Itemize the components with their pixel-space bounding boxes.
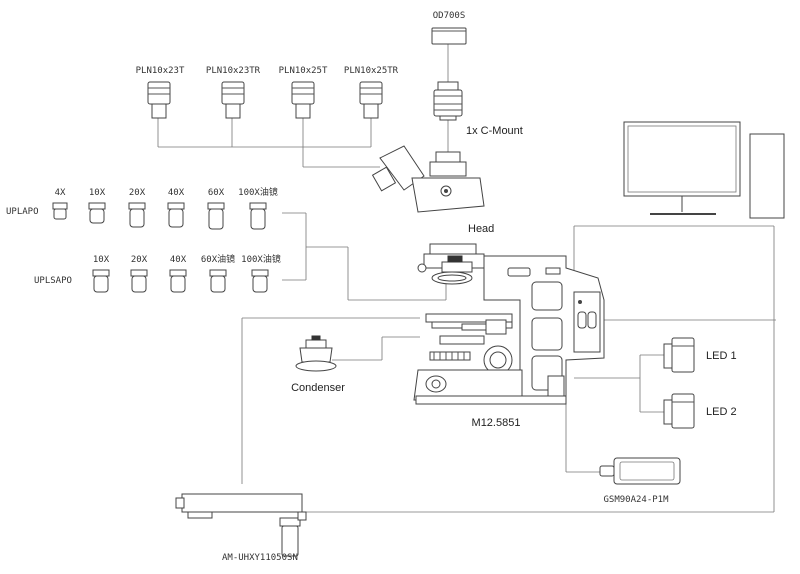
camera-od700s[interactable] bbox=[431, 27, 467, 45]
uplsapo-objective-20x[interactable] bbox=[130, 269, 148, 293]
led-1-label: LED 1 bbox=[706, 350, 737, 362]
eyepiece-1-label: PLN10x23T bbox=[136, 66, 185, 76]
motorized-stage[interactable] bbox=[175, 493, 307, 557]
uplsapo-objective-40x[interactable] bbox=[169, 269, 187, 293]
eyepiece-3-label: PLN10x25T bbox=[279, 66, 328, 76]
uplsapo-obj-label-2: 20X bbox=[131, 255, 148, 265]
uplapo-obj-label-1: 4X bbox=[55, 188, 66, 198]
uplsapo-obj-label-4: 60X油镜 bbox=[201, 253, 235, 265]
eyepiece-2[interactable] bbox=[221, 81, 245, 119]
led-2-label: LED 2 bbox=[706, 406, 737, 418]
uplapo-obj-label-6: 100X油镜 bbox=[238, 186, 278, 198]
connector-lines bbox=[157, 44, 776, 513]
uplapo-obj-label-2: 10X bbox=[89, 188, 106, 198]
led-2[interactable] bbox=[663, 393, 695, 429]
uplsapo-obj-label-1: 10X bbox=[93, 255, 110, 265]
camera-label: OD700S bbox=[433, 11, 466, 21]
uplapo-obj-label-3: 20X bbox=[129, 188, 146, 198]
microscope-model-label: M12.5851 bbox=[472, 417, 521, 429]
uplsapo-objective-60x[interactable] bbox=[209, 269, 227, 293]
uplapo-objective-10x[interactable] bbox=[88, 202, 106, 224]
power-supply-label: GSM90A24-P1M bbox=[603, 495, 669, 505]
uplapo-obj-label-4: 40X bbox=[168, 188, 185, 198]
uplsapo-obj-label-5: 100X油镜 bbox=[241, 253, 281, 265]
uplsapo-objective-10x[interactable] bbox=[92, 269, 110, 293]
eyepiece-4-label: PLN10x25TR bbox=[344, 66, 399, 76]
head-label: Head bbox=[468, 223, 494, 235]
c-mount-adapter[interactable] bbox=[433, 81, 463, 121]
trinocular-head[interactable] bbox=[371, 145, 485, 213]
uplapo-objective-4x[interactable] bbox=[52, 202, 68, 220]
uplapo-objective-row bbox=[52, 202, 267, 230]
monitor[interactable] bbox=[623, 121, 741, 215]
uplapo-objective-20x[interactable] bbox=[128, 202, 146, 228]
uplapo-objective-40x[interactable] bbox=[167, 202, 185, 228]
stage-controller-label: AM-UHXY11050SN bbox=[222, 553, 298, 563]
eyepiece-4[interactable] bbox=[359, 81, 383, 119]
uplsapo-label: UPLSAPO bbox=[34, 276, 72, 286]
uplapo-obj-label-5: 60X bbox=[208, 188, 225, 198]
eyepiece-3[interactable] bbox=[291, 81, 315, 119]
uplsapo-objective-row bbox=[92, 269, 269, 293]
eyepiece-2-label: PLN10x23TR bbox=[206, 66, 261, 76]
uplapo-label: UPLAPO bbox=[6, 207, 39, 217]
condenser-label: Condenser bbox=[291, 382, 345, 394]
condenser[interactable] bbox=[295, 335, 337, 372]
eyepiece-1[interactable] bbox=[147, 81, 171, 119]
eyepiece-group bbox=[147, 81, 383, 119]
power-supply[interactable] bbox=[599, 457, 681, 485]
microscope-body[interactable] bbox=[413, 243, 605, 405]
uplsapo-obj-label-3: 40X bbox=[170, 255, 187, 265]
uplsapo-objective-100x[interactable] bbox=[251, 269, 269, 293]
led-1[interactable] bbox=[663, 337, 695, 373]
adapter-label: 1x C-Mount bbox=[466, 125, 523, 137]
uplapo-objective-100x[interactable] bbox=[249, 202, 267, 230]
uplapo-objective-60x[interactable] bbox=[207, 202, 225, 230]
pc-tower[interactable] bbox=[749, 133, 785, 219]
